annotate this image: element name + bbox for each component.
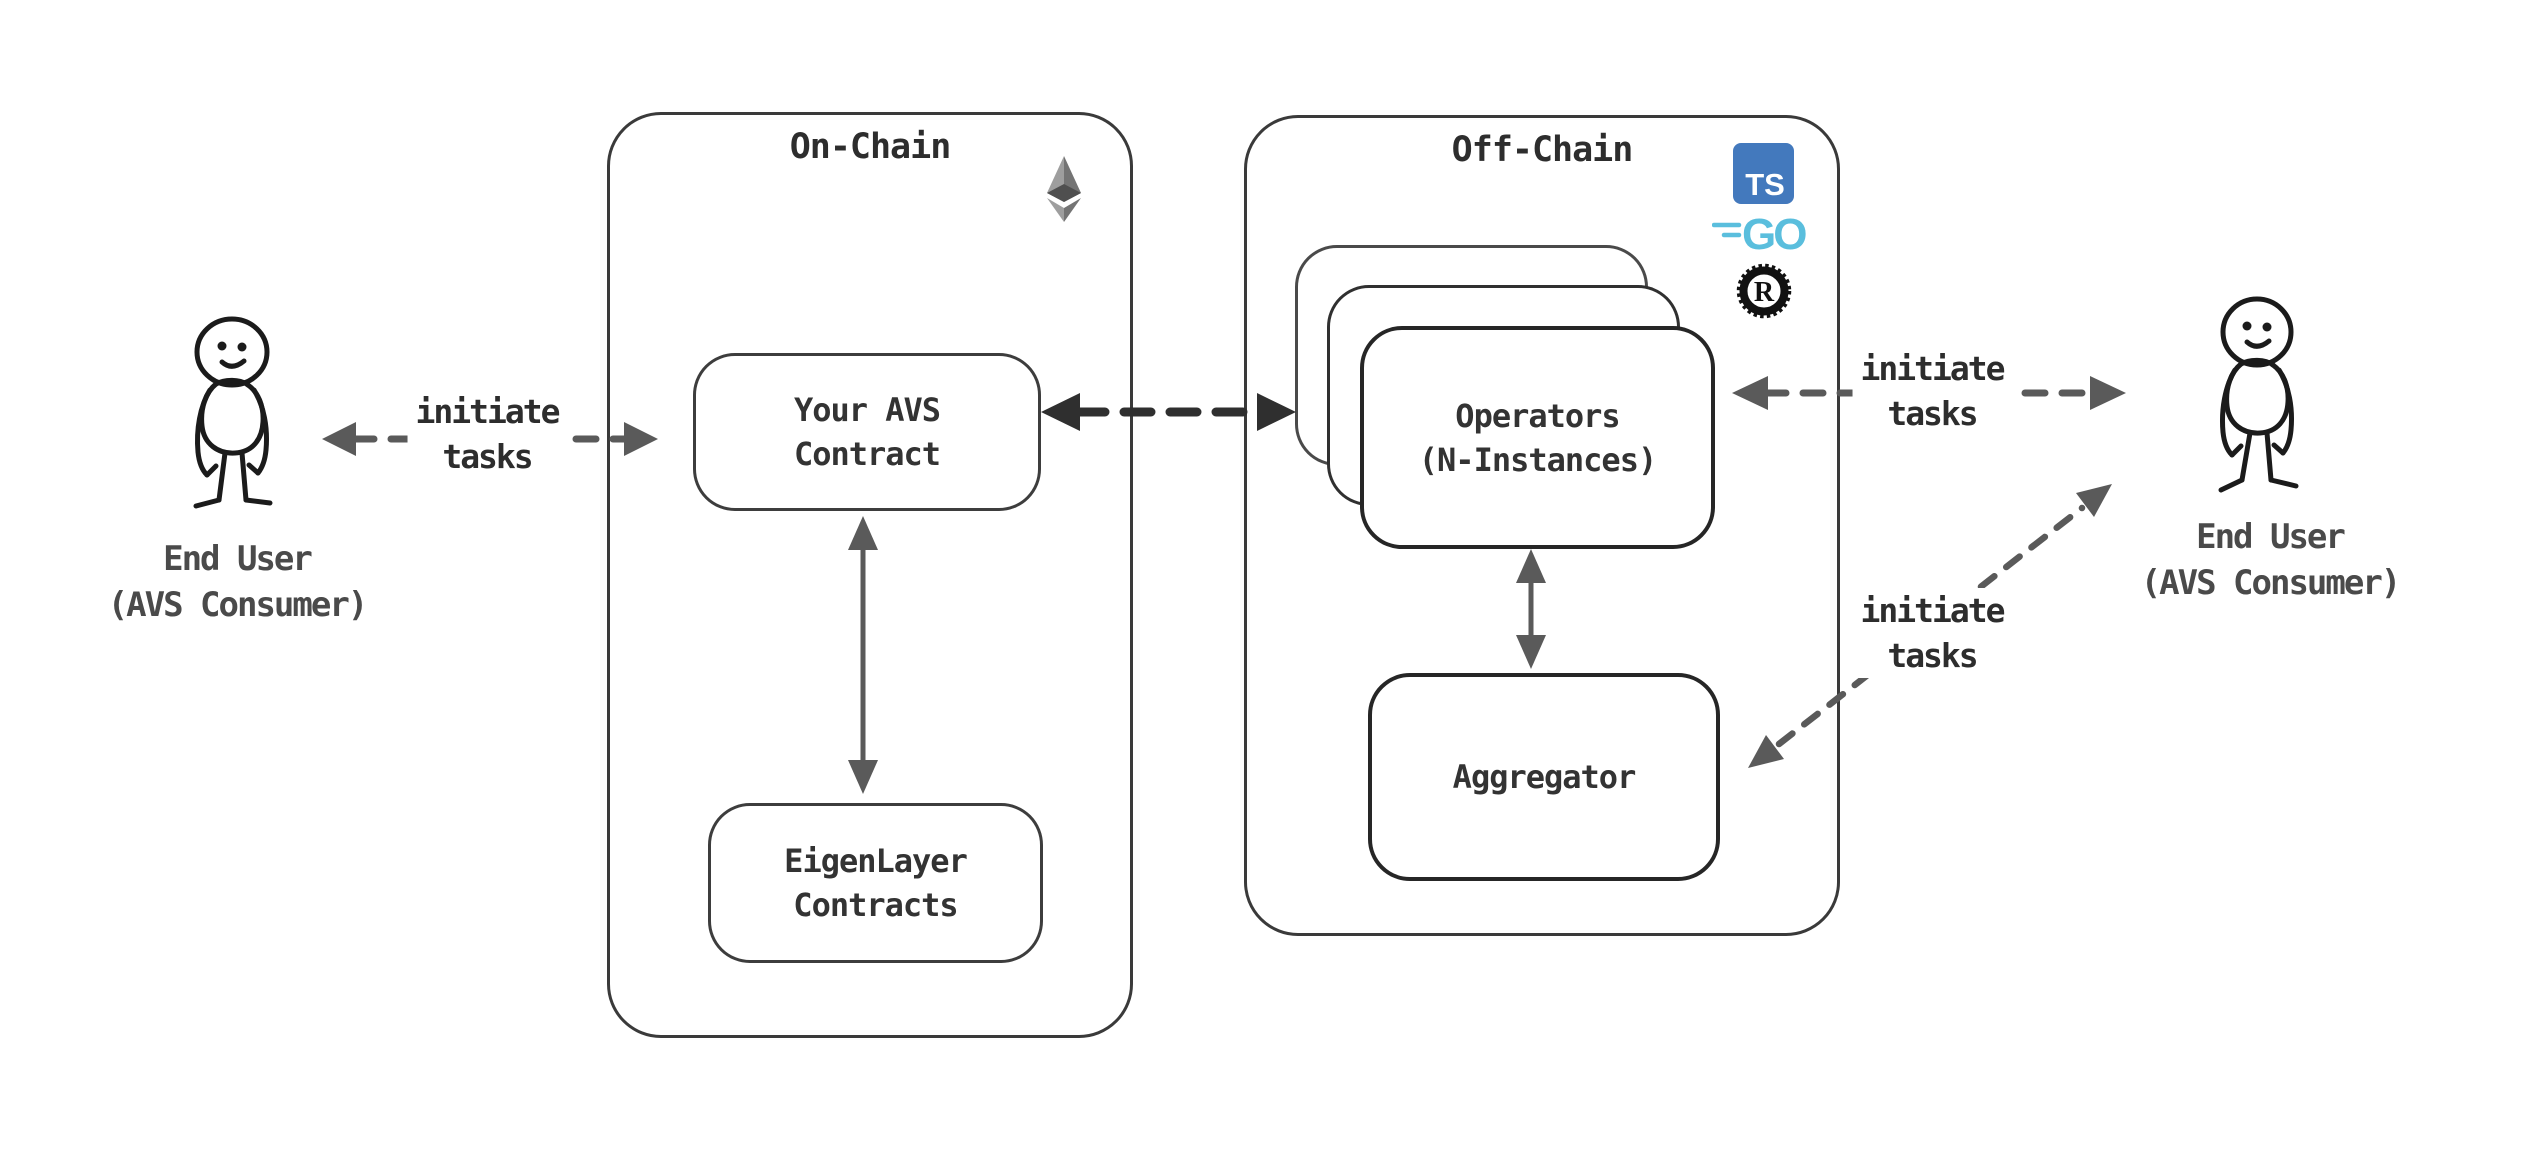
eigenlayer-label-line1: EigenLayer xyxy=(784,842,968,880)
your-avs-contract-label-line2: Contract xyxy=(793,435,941,473)
ethereum-icon xyxy=(1047,156,1081,222)
on-chain-title: On-Chain xyxy=(789,127,952,167)
end-user-left-figure xyxy=(193,316,273,509)
typescript-icon-text: TS xyxy=(1745,167,1785,202)
off-chain-title: Off-Chain xyxy=(1451,130,1634,170)
arrow-avs-operators xyxy=(1041,393,1296,431)
end-user-right-line2: (AVS Consumer) xyxy=(2140,563,2402,603)
rust-icon-text: R xyxy=(1754,277,1775,308)
go-icon: GO xyxy=(1712,210,1809,256)
initiate-tasks-left-line2: tasks xyxy=(442,437,533,476)
initiate-tasks-label-right-top: initiate tasks xyxy=(1852,346,2012,436)
initiate-tasks-right-bottom-line2: tasks xyxy=(1887,636,1978,675)
end-user-right-label: End User (AVS Consumer) xyxy=(2120,514,2420,606)
end-user-right-line1: End User xyxy=(2196,517,2346,557)
arrow-avs-eigenlayer xyxy=(848,516,878,794)
operators-label-line2: (N-Instances) xyxy=(1418,440,1657,479)
operators-label-line1: Operators xyxy=(1455,396,1620,435)
aggregator-label: Aggregator xyxy=(1452,758,1637,796)
end-user-left-line1: End User xyxy=(163,539,313,579)
rust-icon: R xyxy=(1736,263,1792,319)
typescript-icon: TS xyxy=(1733,143,1794,204)
end-user-left-label: End User (AVS Consumer) xyxy=(87,536,387,628)
arrow-user-avs xyxy=(322,422,658,456)
eigenlayer-label-line2: Contracts xyxy=(793,886,958,924)
operators-box: Operators (N-Instances) xyxy=(1360,326,1715,549)
go-icon-text: GO xyxy=(1742,210,1806,256)
initiate-tasks-label-right-bottom: initiate tasks xyxy=(1852,588,2012,678)
end-user-right-figure xyxy=(2218,296,2299,493)
eigenlayer-contracts-box: EigenLayer Contracts xyxy=(708,803,1043,963)
initiate-tasks-right-bottom-line1: initiate xyxy=(1860,591,2006,630)
arrow-operators-aggregator xyxy=(1516,549,1546,669)
initiate-tasks-label-left: initiate tasks xyxy=(407,389,567,479)
initiate-tasks-right-top-line2: tasks xyxy=(1887,394,1978,433)
end-user-left-line2: (AVS Consumer) xyxy=(107,585,369,625)
initiate-tasks-right-top-line1: initiate xyxy=(1860,349,2006,388)
your-avs-contract-label-line1: Your AVS xyxy=(793,391,941,429)
your-avs-contract-box: Your AVS Contract xyxy=(693,353,1041,511)
aggregator-box: Aggregator xyxy=(1368,673,1720,881)
initiate-tasks-left-line1: initiate xyxy=(415,392,561,431)
